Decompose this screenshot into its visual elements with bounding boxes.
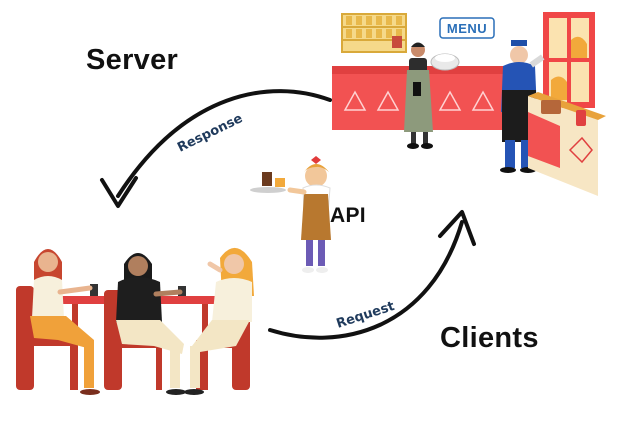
- chef-hat-bowl: [430, 53, 460, 71]
- waitress-figure: [250, 156, 331, 273]
- kitchen-scene: MENU: [332, 12, 606, 196]
- chair-left: [16, 286, 76, 390]
- diner-middle: [116, 253, 186, 395]
- request-label: Request: [335, 299, 397, 332]
- waiter-figure: [404, 42, 433, 149]
- response-label: Response: [175, 111, 245, 156]
- response-arrow: [100, 89, 332, 208]
- spice-shelf: [341, 13, 407, 53]
- kitchen-window: [543, 12, 595, 108]
- request-arrow: [268, 210, 476, 340]
- menu-sign: MENU: [439, 17, 495, 39]
- side-counter: [528, 92, 606, 196]
- server-label: Server: [86, 44, 179, 76]
- clients-label: Clients: [440, 322, 539, 354]
- api-label: API: [330, 204, 366, 227]
- diner-right: [184, 247, 254, 395]
- diner-left: [30, 249, 100, 395]
- diners-scene: [16, 247, 254, 395]
- menu-sign-text: MENU: [447, 21, 487, 36]
